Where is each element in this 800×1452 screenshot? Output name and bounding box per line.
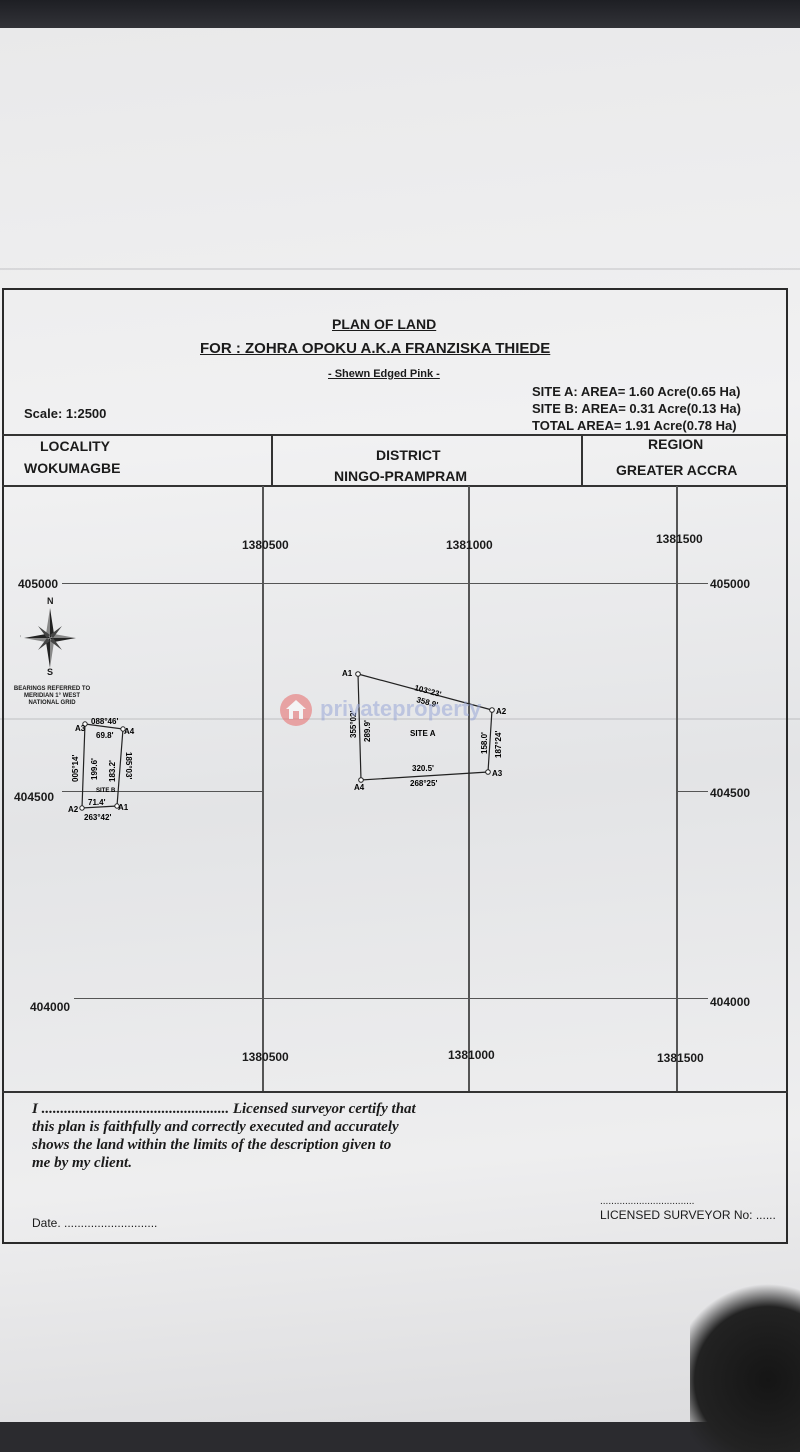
easting-label: 1380500 [242, 538, 289, 552]
paper-fold [0, 268, 800, 270]
site-a-bearing: 268°25' [410, 779, 437, 788]
easting-label: 1381500 [657, 1051, 704, 1065]
site-a-beacon [358, 777, 364, 783]
district-value: NINGO-PRAMPRAM [334, 468, 467, 484]
site-b-bearing: 005°14' [71, 755, 80, 782]
bearing-note-line: BEARINGS REFERRED TO [13, 686, 91, 692]
northing-label: 404500 [14, 790, 55, 804]
easting-label: 1380500 [242, 1050, 289, 1064]
northing-label: 405000 [710, 577, 751, 591]
grid-easting-line [262, 486, 264, 1092]
site-b-distance: 199.6' [90, 758, 99, 780]
site-b-point-label: A3 [75, 724, 86, 733]
northing-label: 405000 [18, 577, 59, 591]
date-field: Date. ............................ [32, 1216, 158, 1230]
site-b-bearing: 185°03' [124, 752, 133, 779]
site-b-distance: 183.2' [108, 760, 117, 782]
compass-s: S [47, 667, 53, 676]
site-a-beacon [355, 671, 361, 677]
site-b-distance: 71.4' [88, 798, 106, 807]
site-b-beacon [79, 805, 85, 811]
grid-northing-line [74, 998, 708, 999]
easting-label: 1381000 [448, 1048, 495, 1062]
plan-title: PLAN OF LAND [332, 316, 437, 332]
grid-easting-line [468, 486, 470, 1092]
site-a-distance: 158.0' [480, 732, 489, 754]
site-b-area: SITE B: AREA= 0.31 Acre(0.13 Ha) [532, 401, 741, 416]
plan-frame [2, 288, 788, 1244]
site-a-distance: 320.5' [412, 764, 434, 773]
signature-line: .................................. [600, 1196, 695, 1207]
grid-northing-line [676, 791, 708, 792]
paper-sheet [0, 28, 800, 1452]
finger-shadow [690, 1272, 800, 1452]
paper-fold [0, 718, 800, 720]
site-a-label: SITE A [410, 729, 436, 738]
site-b-bearing: 263°42' [84, 813, 111, 822]
site-b-point-label: A1 [118, 803, 129, 812]
site-a-beacon [485, 769, 491, 775]
site-a-area: SITE A: AREA= 1.60 Acre(0.65 Ha) [532, 384, 741, 399]
site-b-beacon [82, 721, 88, 727]
watermark: privateproperty [278, 690, 528, 730]
site-a-point-label: A3 [492, 769, 503, 778]
site-b-label: SITE B [96, 788, 116, 794]
bearing-note: BEARINGS REFERRED TO MERIDIAN 1° WEST NA… [12, 686, 92, 707]
compass-star [24, 608, 76, 668]
region-label: REGION [648, 436, 704, 452]
grid-northing-line [62, 791, 262, 792]
site-b-bearing: 088°46' [91, 717, 118, 726]
site-b-point-label: A2 [68, 805, 79, 814]
scale-label: Scale: 1:2500 [24, 406, 107, 421]
header-table-bottom [2, 485, 788, 487]
grid-easting-line [676, 486, 678, 1092]
grid-bottom-border [2, 1091, 788, 1093]
northing-label: 404500 [710, 786, 751, 800]
locality-value: WOKUMAGBE [24, 460, 121, 476]
site-a-point-label: A1 [342, 669, 353, 678]
watermark-text: privateproperty [320, 696, 482, 721]
bearing-note-line: NATIONAL GRID [28, 700, 76, 706]
licensed-surveyor-label: LICENSED SURVEYOR No: ...... [600, 1208, 776, 1222]
site-b-beacon [114, 803, 120, 809]
site-a-distance: 289.9' [363, 720, 372, 742]
cert-line: I ......................................… [32, 1101, 416, 1117]
cert-line: shows the land within the limits of the … [32, 1137, 392, 1153]
owner-line: FOR : ZOHRA OPOKU A.K.A FRANZISKA THIEDE [200, 340, 551, 357]
district-label: DISTRICT [376, 447, 441, 463]
site-a-bearing: 187°24' [494, 731, 503, 758]
cert-line: me by my client. [32, 1155, 132, 1171]
compass-rose-icon: N W E S [20, 596, 76, 676]
header-table-top [2, 434, 788, 436]
bearing-note-line: MERIDIAN 1° WEST [23, 693, 81, 699]
northing-label: 404000 [30, 1000, 71, 1014]
northing-label: 404000 [710, 995, 751, 1009]
easting-label: 1381000 [446, 538, 493, 552]
site-a-point-label: A4 [354, 783, 365, 792]
site-b-plot: A3 A4 A2 A1 088°46' 69.8' SITE B 71.4' 2… [68, 717, 135, 822]
easting-label: 1381500 [656, 532, 703, 546]
region-value: GREATER ACCRA [616, 462, 738, 478]
site-a-plot: A1 A2 A3 A4 103°23' 358.9' SITE A 158.0'… [342, 669, 507, 792]
locality-label: LOCALITY [40, 438, 110, 454]
header-divider [581, 434, 583, 486]
site-b-point-label: A4 [124, 727, 135, 736]
house-logo-icon [280, 694, 312, 726]
header-divider [271, 434, 273, 486]
site-b-beacon [120, 726, 126, 732]
cert-line: this plan is faithfully and correctly ex… [32, 1119, 399, 1135]
total-area: TOTAL AREA= 1.91 Acre(0.78 Ha) [532, 418, 737, 433]
shewn-subtitle: - Shewn Edged Pink - [328, 368, 440, 380]
compass-n: N [47, 596, 54, 606]
site-a-beacon [489, 707, 495, 713]
site-b-distance: 69.8' [96, 731, 114, 740]
site-a-point-label: A2 [496, 707, 507, 716]
grid-northing-line [62, 583, 708, 584]
site-a-bearing: 355°02' [349, 711, 358, 738]
compass-w: W [20, 634, 21, 644]
